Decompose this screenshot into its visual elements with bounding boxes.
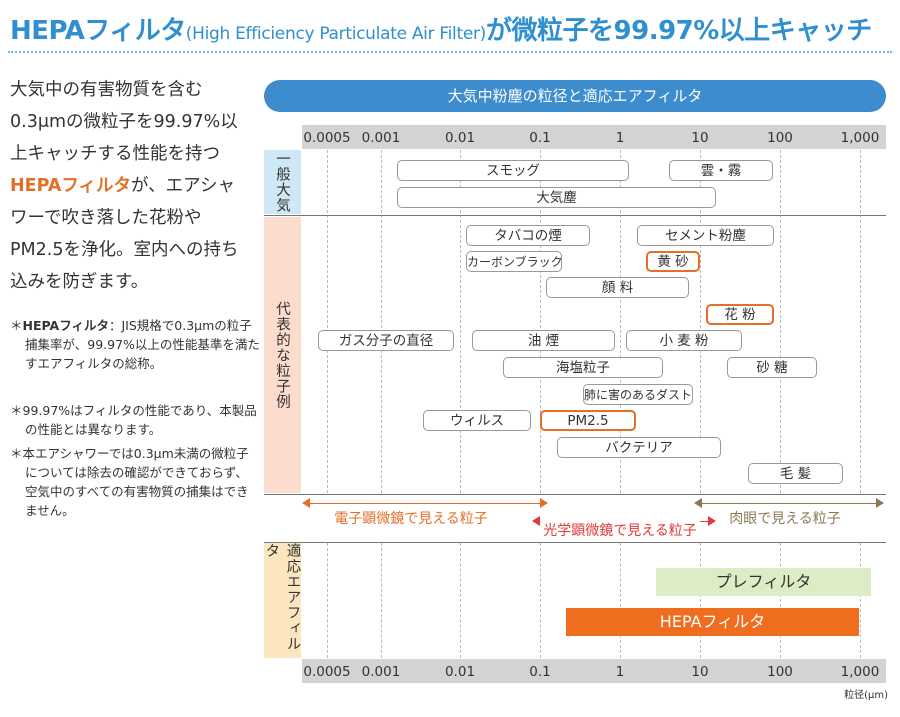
note-performance: ＊99.97%はフィルタの性能であり、本製品の性能とは異なります。 — [10, 401, 260, 439]
grid-line — [381, 150, 382, 493]
tick-label: 10 — [691, 130, 709, 146]
example-particle-range: 花 粉 — [706, 304, 774, 325]
grid-line — [381, 543, 382, 658]
section-label: 代表的な粒子例 — [274, 300, 290, 410]
filter-range-bar: HEPAフィルタ — [566, 608, 859, 636]
section-label: 一般大気 — [274, 151, 290, 213]
grid-line — [780, 543, 781, 658]
general-particle-range: スモッグ — [397, 160, 629, 181]
note-bold: HEPAフィルタ — [22, 318, 109, 333]
grid-line — [460, 543, 461, 658]
example-particle-range: 小 麦 粉 — [626, 330, 742, 351]
tick-label: 100 — [767, 130, 793, 146]
visibility-range-label: 電子顕微鏡で見える粒子 — [331, 508, 491, 528]
example-particle-range: カーボンブラック — [466, 251, 563, 272]
filter-range-bar: プレフィルタ — [656, 568, 871, 596]
general-particle-range: 大気塵 — [397, 187, 716, 208]
title-tail: が微粒子を99.97%以上キャッチ — [486, 16, 872, 46]
intro-part2: が、エアシャワーで吹き落した花粉やPM2.5を浄化。室内への持ち込みを防ぎます。 — [10, 176, 239, 292]
example-particle-range: バクテリア — [557, 437, 721, 458]
note-text: 99.97%はフィルタの性能であり、本製品の性能とは異なります。 — [22, 403, 257, 437]
tick-label: 0.1 — [529, 664, 551, 680]
grid-line — [620, 543, 621, 658]
note-text: ：JIS規格で0.3μmの粒子捕集率が、99.97%以上の性能基準を満たすエアフ… — [25, 318, 260, 371]
grid-line — [540, 150, 541, 493]
title-divider — [8, 51, 892, 53]
page-title: HEPAフィルタ(High Efficiency Particulate Air… — [10, 10, 872, 47]
example-particle-range: 海塩粒子 — [503, 357, 663, 378]
grid-line — [327, 150, 328, 493]
tick-label: 1 — [615, 130, 625, 146]
general-particle-range: 雲・霧 — [669, 160, 773, 181]
diagram-banner: 大気中粉塵の粒径と適応エアフィルタ — [264, 80, 886, 112]
tick-label: 10 — [691, 664, 709, 680]
note-limitation: ＊本エアシャワーでは0.3μm未満の微粒子については除去の確認ができておらず、空… — [10, 444, 260, 520]
scale-bottom: 0.0005 0.001 0.01 0.1 1 10 100 1,000 — [302, 659, 886, 683]
grid-line — [327, 543, 328, 658]
grid-line — [860, 543, 861, 658]
section-divider — [264, 215, 886, 216]
title-main: HEPAフィルタ — [10, 16, 186, 46]
grid-line — [540, 543, 541, 658]
example-particle-range: 砂 糖 — [727, 357, 817, 378]
grid-line — [700, 543, 701, 658]
example-particle-range: ガス分子の直径 — [318, 330, 454, 351]
title-paren: (High Efficiency Particulate Air Filter) — [185, 24, 487, 44]
example-particle-range: 顔 料 — [546, 277, 689, 298]
example-particle-range: 油 煙 — [472, 330, 615, 351]
intro-text: 大気中の有害物質を含む0.3μmの微粒子を99.97%以上キャッチする性能を持つ… — [10, 74, 245, 298]
note-mark: ＊ — [10, 318, 23, 333]
section-filters: 適応エアフィルタ — [264, 543, 301, 658]
visibility-range-label: 光学顕微鏡で見える粒子 — [540, 520, 700, 540]
section-divider — [264, 542, 886, 543]
note-hepa: ＊HEPAフィルタ：JIS規格で0.3μmの粒子捕集率が、99.97%以上の性能… — [10, 316, 260, 373]
grid-line — [780, 150, 781, 493]
tick-label: 1,000 — [840, 130, 880, 146]
grid-line — [860, 150, 861, 493]
tick-label: 0.001 — [361, 664, 401, 680]
example-particle-range: 黄 砂 — [646, 251, 700, 272]
unit-label: 粒径(μm) — [844, 690, 888, 701]
tick-label: 1 — [615, 664, 625, 680]
tick-label: 100 — [767, 664, 793, 680]
grid-line — [460, 150, 461, 493]
tick-label: 0.01 — [444, 664, 476, 680]
example-particle-range: タバコの煙 — [466, 225, 590, 246]
example-particle-range: 肺に害のあるダスト — [583, 384, 693, 405]
tick-label: 0.001 — [361, 130, 401, 146]
note-mark: ＊ — [10, 446, 23, 461]
example-particle-range: PM2.5 — [540, 410, 636, 431]
example-particle-range: 毛 髪 — [748, 463, 843, 484]
grid-line — [700, 150, 701, 493]
visibility-range-label: 肉眼で見える粒子 — [726, 508, 844, 528]
example-particle-range: セメント粉塵 — [637, 225, 774, 246]
tick-label: 1,000 — [840, 664, 880, 680]
tick-label: 0.0005 — [303, 130, 351, 146]
intro-highlight: HEPAフィルタ — [10, 176, 132, 196]
note-text: 本エアシャワーでは0.3μm未満の微粒子については除去の確認ができておらず、空気… — [22, 446, 249, 518]
intro-part1: 大気中の有害物質を含む0.3μmの微粒子を99.97%以上キャッチする性能を持つ — [10, 80, 238, 164]
tick-label: 0.1 — [529, 130, 551, 146]
tick-label: 0.0005 — [303, 664, 351, 680]
section-divider — [264, 494, 886, 495]
section-examples: 代表的な粒子例 — [264, 217, 301, 493]
note-mark: ＊ — [10, 403, 23, 418]
section-general-air: 一般大気 — [264, 150, 301, 214]
example-particle-range: ウィルス — [423, 410, 531, 431]
scale-top: 0.0005 0.001 0.01 0.1 1 10 100 1,000 — [302, 125, 886, 149]
grid-line — [620, 150, 621, 493]
tick-label: 0.01 — [444, 130, 476, 146]
section-label: 適応エアフィルタ — [263, 543, 301, 652]
